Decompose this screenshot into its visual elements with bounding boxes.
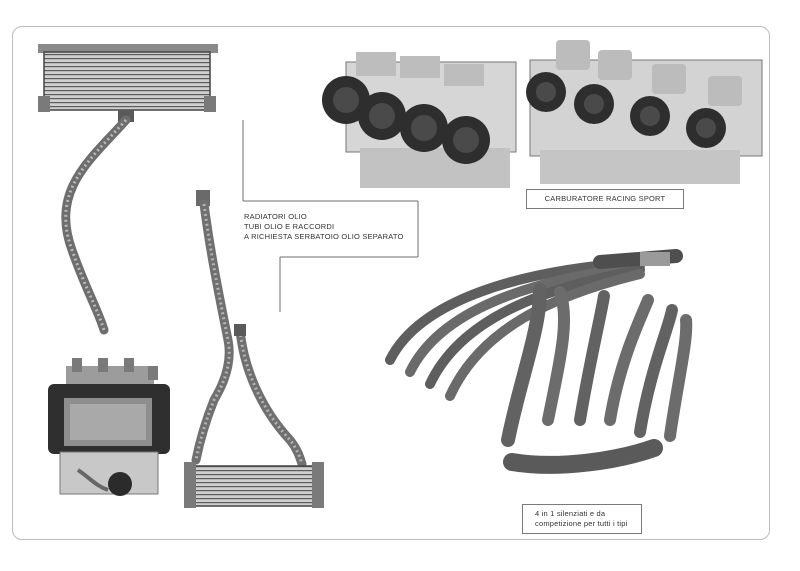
caption-leader-lines <box>242 120 419 312</box>
exhaust-pipes-image <box>501 283 693 474</box>
carburetor-set-left-image <box>322 52 517 188</box>
exhaust-caption-box: 4 in 1 silenziati e da competizione per … <box>522 504 642 534</box>
carburetor-caption-box: CARBURATORE RACING SPORT <box>526 189 684 209</box>
exhaust-caption: 4 in 1 silenziati e da competizione per … <box>535 509 628 529</box>
page-border <box>12 26 770 540</box>
oil-cooler-top-image <box>38 44 218 335</box>
oil-caption-line-1: RADIATORI OLIO <box>244 212 307 221</box>
oil-lines-cooler-image <box>184 190 324 508</box>
oil-tank-image <box>48 358 170 496</box>
exhaust-caption-line-1: 4 in 1 silenziati e da <box>535 509 606 518</box>
carburetor-caption: CARBURATORE RACING SPORT <box>544 194 666 203</box>
exhaust-caption-line-2: competizione per tutti i tipi <box>535 519 628 528</box>
exhaust-header-image <box>385 249 683 401</box>
oil-cooler-caption: RADIATORI OLIO TUBI OLIO E RACCORDI A RI… <box>244 212 404 242</box>
oil-caption-line-3: A RICHIESTA SERBATOIO OLIO SEPARATO <box>244 232 404 241</box>
oil-caption-line-2: TUBI OLIO E RACCORDI <box>244 222 335 231</box>
carburetor-set-right-image <box>526 40 763 184</box>
